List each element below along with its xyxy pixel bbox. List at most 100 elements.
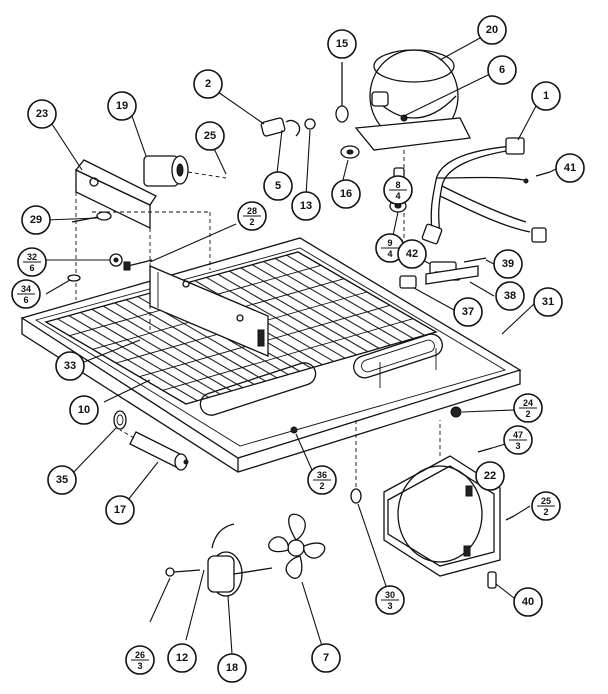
callout-34: 346: [11, 279, 41, 309]
connector-37: [399, 275, 417, 289]
callout-ring: [55, 351, 85, 381]
compressor: [354, 49, 471, 240]
callout-7: 7: [311, 643, 341, 673]
callout-number: 39: [502, 258, 514, 270]
screw-36: [290, 426, 298, 434]
callout-quantity: 2: [543, 507, 548, 517]
callout-ring: [217, 653, 247, 683]
callout-number: 36: [317, 470, 327, 480]
callout-36: 362: [307, 465, 337, 495]
callout-number: 2: [205, 78, 211, 90]
callout-labels: 1256784941012131516171819202223242252522…: [11, 15, 585, 683]
callout-number: 35: [56, 474, 68, 486]
callout-12: 12: [167, 643, 197, 673]
callout-32: 326: [17, 247, 47, 277]
callout-number: 30: [385, 590, 395, 600]
callout-13: 13: [291, 191, 321, 221]
callout-ring: [531, 81, 561, 111]
callout-ring: [495, 281, 525, 311]
callout-number: 24: [523, 398, 533, 408]
callout-number: 16: [340, 188, 352, 200]
callout-number: 7: [323, 652, 329, 664]
callout-number: 10: [78, 404, 90, 416]
callout-number: 5: [275, 180, 281, 192]
callout-25: 25: [195, 121, 225, 151]
spacer-40: [487, 571, 497, 589]
callout-29: 29: [21, 205, 51, 235]
callout-25b: 252: [531, 491, 561, 521]
callout-ring: [311, 643, 341, 673]
callout-quantity: 6: [29, 263, 34, 273]
callout-ring: [167, 643, 197, 673]
callout-19: 19: [107, 91, 137, 121]
callout-ring: [291, 191, 321, 221]
callout-38: 38: [495, 281, 525, 311]
callout-33: 33: [55, 351, 85, 381]
screw-28: [123, 259, 153, 271]
callout-2: 2: [193, 69, 223, 99]
callout-5: 5: [263, 171, 293, 201]
callout-quantity: 6: [23, 295, 28, 305]
callout-ring: [107, 91, 137, 121]
callout-number: 6: [499, 64, 505, 76]
callout-39: 39: [493, 249, 523, 279]
callout-number: 23: [36, 108, 48, 120]
callout-number: 12: [176, 652, 188, 664]
clamp-35: [113, 410, 127, 430]
callout-ring: [513, 587, 543, 617]
callout-number: 20: [486, 24, 498, 36]
screw-25-shroud: [505, 515, 515, 521]
callout-number: 32: [27, 252, 37, 262]
callout-28: 282: [237, 201, 267, 231]
relay-bracket-38: [425, 265, 479, 285]
callout-number: 34: [21, 284, 31, 294]
nut-32: [109, 253, 123, 267]
callout-ring: [27, 99, 57, 129]
fan-shroud: [383, 420, 501, 577]
callout-number: 33: [64, 360, 76, 372]
screw-47: [477, 447, 493, 453]
callout-ring: [397, 239, 427, 269]
control-bracket: [74, 159, 211, 330]
base-pan: [20, 237, 522, 473]
callout-number: 18: [226, 662, 238, 674]
callout-23: 23: [27, 99, 57, 129]
callout-1: 1: [531, 81, 561, 111]
callout-18: 18: [217, 653, 247, 683]
callout-number: 41: [564, 162, 576, 174]
callout-26: 263: [125, 645, 155, 675]
coil-fin: [162, 318, 414, 391]
callout-quantity: 4: [395, 191, 400, 201]
callout-number: 17: [114, 504, 126, 516]
callout-ring: [331, 179, 361, 209]
callout-17: 17: [105, 495, 135, 525]
callout-ring: [263, 171, 293, 201]
callout-number: 22: [484, 470, 496, 482]
screw-39: [463, 257, 487, 263]
callout-number: 1: [543, 90, 549, 102]
callout-37: 37: [453, 297, 483, 327]
callout-number: 25: [541, 496, 551, 506]
callout-ring: [193, 69, 223, 99]
bushing-30: [350, 420, 362, 504]
callout-number: 42: [406, 248, 418, 260]
callout-ring: [453, 297, 483, 327]
callout-ring: [477, 15, 507, 45]
callout-ring: [487, 55, 517, 85]
callout-ring: [327, 29, 357, 59]
callout-31: 31: [533, 287, 563, 317]
callout-number: 19: [116, 100, 128, 112]
callout-ring: [493, 249, 523, 279]
callout-number: 31: [542, 296, 554, 308]
callout-ring: [195, 121, 225, 151]
callout-20: 20: [477, 15, 507, 45]
washer-34: [67, 274, 81, 282]
callout-quantity: 3: [515, 441, 520, 451]
screw-29: [71, 211, 112, 223]
callout-ring: [21, 205, 51, 235]
callout-35: 35: [47, 465, 77, 495]
wire-harness: [421, 137, 547, 245]
callout-number: 38: [504, 290, 516, 302]
callout-ring: [533, 287, 563, 317]
callout-10: 10: [69, 395, 99, 425]
